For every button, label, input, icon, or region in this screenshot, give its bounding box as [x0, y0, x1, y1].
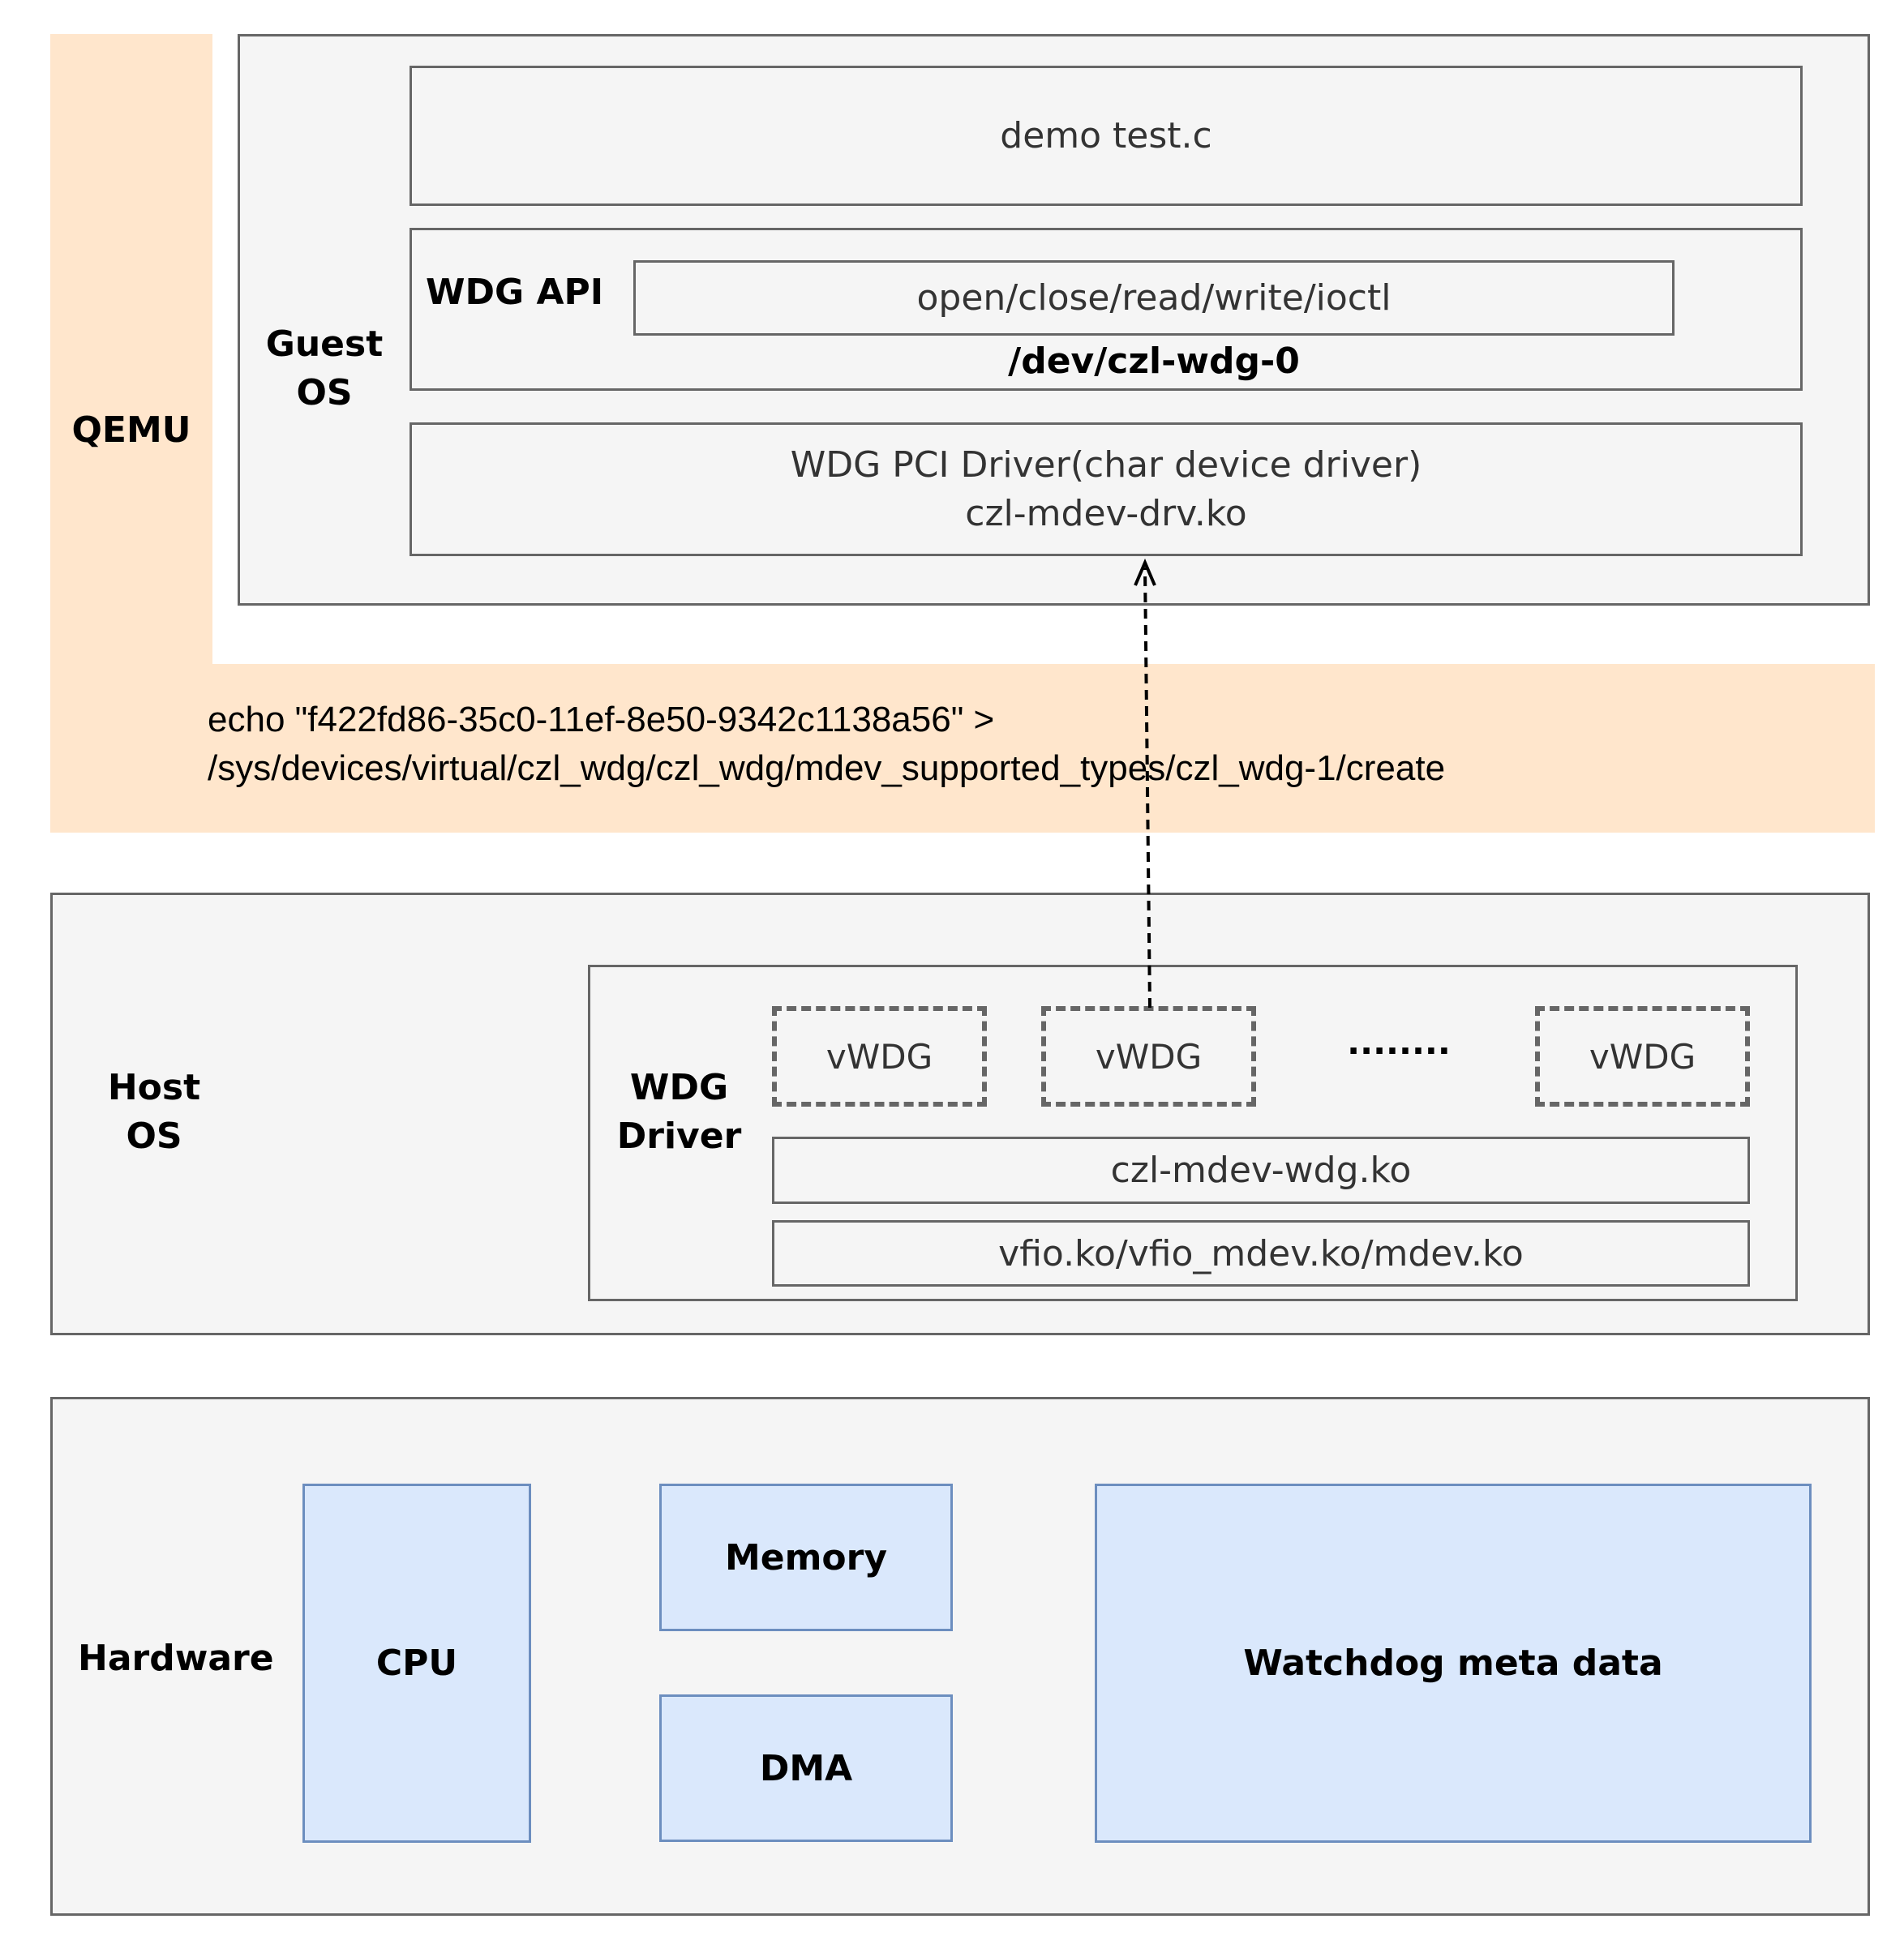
qemu-region-bottom — [50, 664, 1875, 833]
guest-os-label: Guest OS — [251, 320, 397, 418]
wdg-pci-driver-box: WDG PCI Driver(char device driver) czl-m… — [410, 422, 1803, 556]
wdg-pci-driver-line1: WDG PCI Driver(char device driver) — [790, 443, 1422, 486]
echo-command-line2: /sys/devices/virtual/czl_wdg/czl_wdg/mde… — [208, 748, 1446, 788]
watchdog-box: Watchdog meta data — [1095, 1484, 1812, 1843]
wdg-driver-label-line2: Driver — [616, 1116, 742, 1157]
host-os-label: Host OS — [81, 1064, 227, 1161]
dma-box: DMA — [659, 1694, 953, 1842]
vwdg-box-1: vWDG — [772, 1006, 987, 1107]
dma-label: DMA — [759, 1747, 853, 1789]
arrow-head — [1134, 558, 1156, 586]
echo-command-line1: echo "f422fd86-35c0-11ef-8e50-9342c1138a… — [208, 700, 995, 739]
vwdg-ellipsis: ........ — [1347, 1022, 1451, 1062]
memory-box: Memory — [659, 1484, 953, 1631]
vwdg-label-1: vWDG — [825, 1036, 933, 1077]
demo-test-box: demo test.c — [410, 66, 1803, 206]
wdg-device-label: /dev/czl-wdg-0 — [1008, 340, 1300, 382]
echo-command: echo "f422fd86-35c0-11ef-8e50-9342c1138a… — [208, 696, 1445, 793]
host-os-label-line2: OS — [126, 1116, 182, 1157]
wdg-api-ops-box: open/close/read/write/ioctl — [633, 260, 1675, 336]
wdg-pci-driver-line2: czl-mdev-drv.ko — [965, 492, 1247, 534]
qemu-label: QEMU — [71, 409, 191, 451]
vwdg-label-2: vWDG — [1095, 1036, 1203, 1077]
guest-os-label-line2: OS — [296, 372, 353, 413]
vwdg-to-pci-driver-arrow — [1143, 567, 1151, 1009]
cpu-label: CPU — [375, 1643, 458, 1684]
hardware-label: Hardware — [78, 1638, 274, 1679]
watchdog-label: Watchdog meta data — [1243, 1643, 1663, 1684]
host-os-label-line1: Host — [107, 1067, 201, 1108]
wdg-api-label: WDG API — [426, 272, 604, 313]
demo-test-label: demo test.c — [1000, 115, 1212, 156]
vwdg-box-3: vWDG — [1535, 1006, 1750, 1107]
vwdg-label-3: vWDG — [1589, 1036, 1696, 1077]
vfio-label: vfio.ko/vfio_mdev.ko/mdev.ko — [998, 1232, 1524, 1274]
cpu-box: CPU — [302, 1484, 531, 1843]
vwdg-box-2: vWDG — [1041, 1006, 1256, 1107]
wdg-api-ops-label: open/close/read/write/ioctl — [916, 277, 1392, 319]
memory-label: Memory — [724, 1536, 888, 1578]
mdev-wdg-label: czl-mdev-wdg.ko — [1110, 1150, 1412, 1191]
wdg-driver-label-line1: WDG — [629, 1067, 729, 1108]
wdg-driver-label: WDG Driver — [604, 1064, 754, 1161]
mdev-wdg-box: czl-mdev-wdg.ko — [772, 1137, 1750, 1204]
vfio-box: vfio.ko/vfio_mdev.ko/mdev.ko — [772, 1220, 1750, 1287]
guest-os-label-line1: Guest — [265, 323, 384, 365]
